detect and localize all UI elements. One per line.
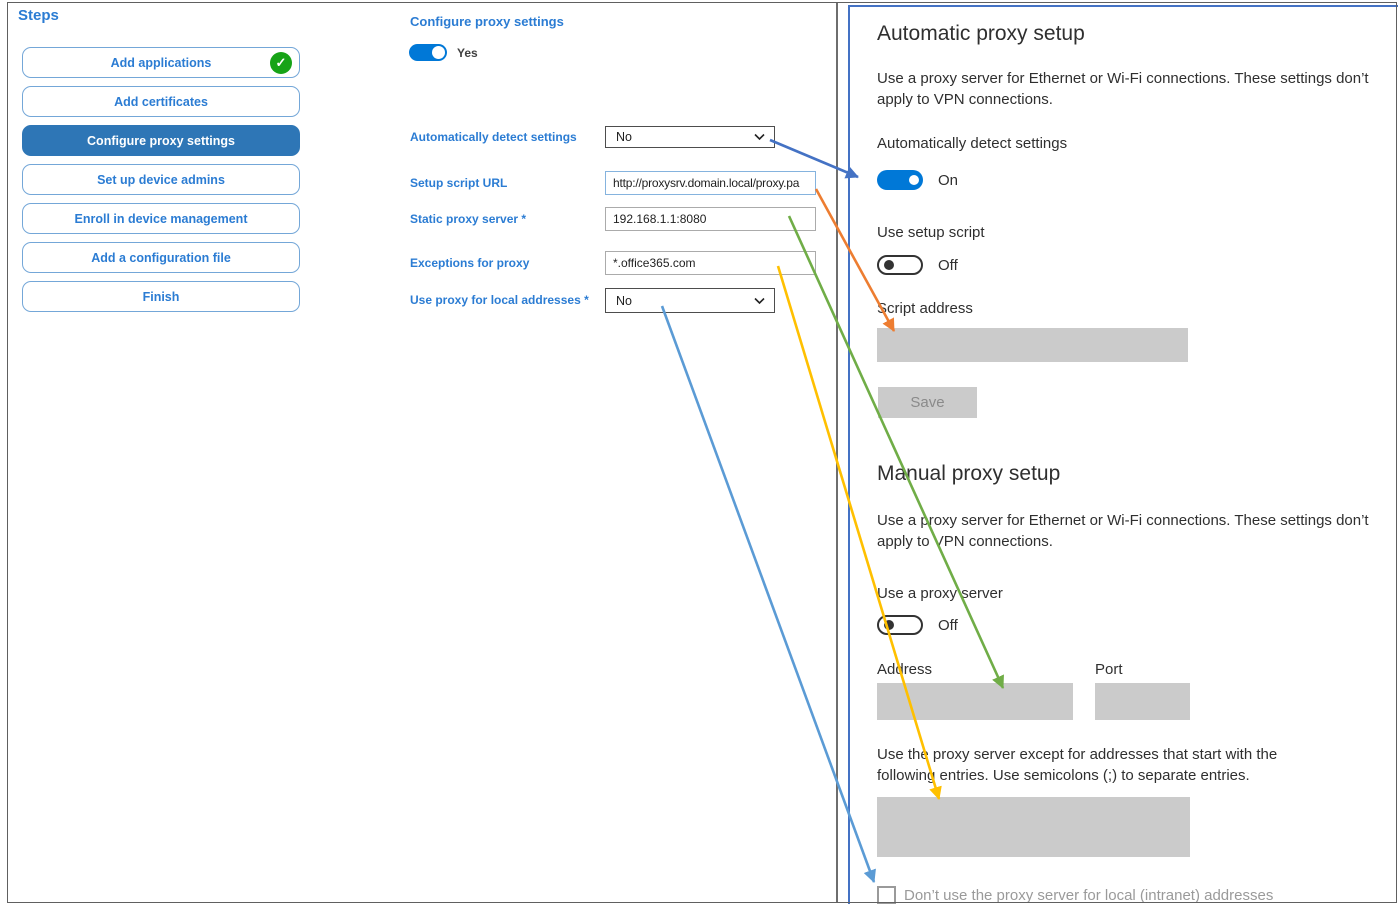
step-button-set-up-device-admins[interactable]: Set up device admins — [22, 164, 300, 195]
field-label: Setup script URL — [410, 176, 508, 190]
step-button-enroll-in-device-management[interactable]: Enroll in device management — [22, 203, 300, 234]
step-button-add-certificates[interactable]: Add certificates — [22, 86, 300, 117]
use-setup-script-label: Use setup script — [877, 224, 985, 241]
detect-settings-label: Automatically detect settings — [877, 135, 1068, 152]
step-label: Finish — [142, 289, 180, 304]
configure-proxy-toggle-state: Yes — [457, 46, 478, 60]
toggle-knob — [432, 46, 445, 59]
static-proxy-server-input[interactable] — [605, 207, 816, 231]
use-proxy-server-toggle[interactable] — [877, 615, 923, 635]
manual-proxy-description: Use a proxy server for Ethernet or Wi-Fi… — [877, 512, 1369, 550]
automatic-proxy-description: Use a proxy server for Ethernet or Wi-Fi… — [877, 70, 1369, 108]
automatic-proxy-setup-heading: Automatic proxy setup — [877, 22, 1085, 45]
step-label: Enroll in device management — [74, 211, 248, 226]
arrow-local-addresses — [660, 305, 876, 883]
detect-settings-toggle[interactable] — [877, 170, 923, 190]
toggle-knob — [884, 260, 894, 270]
step-label: Configure proxy settings — [87, 133, 235, 148]
selected-value: No — [616, 293, 632, 308]
proxy-exceptions-description: Use the proxy server except for addresse… — [877, 746, 1278, 784]
proxy-exceptions-textarea[interactable] — [877, 797, 1190, 857]
selected-value: No — [616, 130, 632, 144]
page-title: Configure proxy settings — [410, 14, 564, 29]
automatically-detect-settings-select[interactable]: No — [605, 126, 775, 148]
use-setup-script-state: Off — [938, 257, 958, 274]
detect-settings-state: On — [938, 172, 959, 189]
toggle-knob — [884, 620, 894, 630]
use-proxy-local-addresses-select[interactable]: No — [605, 288, 775, 313]
step-label: Set up device admins — [97, 172, 225, 187]
manual-proxy-setup-heading: Manual proxy setup — [877, 462, 1061, 485]
field-label: Static proxy server * — [410, 212, 527, 226]
completed-check-icon: ✓ — [270, 51, 292, 74]
step-button-finish[interactable]: Finish — [22, 281, 300, 312]
steps-list: Add applications ✓ Add certificates Conf… — [22, 47, 300, 320]
field-label: Exceptions for proxy — [410, 256, 530, 270]
step-label: Add applications — [110, 55, 212, 70]
use-proxy-server-label: Use a proxy server — [877, 585, 1003, 602]
setup-script-url-input[interactable] — [605, 171, 816, 195]
local-addresses-checkbox[interactable] — [877, 886, 896, 904]
chevron-down-icon — [754, 133, 765, 141]
save-button[interactable]: Save — [878, 387, 977, 418]
step-label: Add certificates — [114, 94, 208, 109]
port-label: Port — [1095, 661, 1123, 678]
step-button-add-configuration-file[interactable]: Add a configuration file — [22, 242, 300, 273]
chevron-down-icon — [754, 297, 765, 304]
script-address-input[interactable] — [877, 328, 1188, 362]
step-label: Add a configuration file — [91, 250, 231, 265]
script-address-label: Script address — [877, 300, 973, 317]
use-setup-script-toggle[interactable] — [877, 255, 923, 275]
configure-proxy-toggle[interactable] — [409, 44, 447, 61]
address-label: Address — [877, 661, 933, 678]
address-input[interactable] — [877, 683, 1073, 720]
use-proxy-server-state: Off — [938, 617, 958, 634]
local-addresses-checkbox-label: Don’t use the proxy server for local (in… — [904, 887, 1274, 904]
exceptions-for-proxy-input[interactable] — [605, 251, 816, 275]
toggle-knob — [909, 175, 919, 185]
port-input[interactable] — [1095, 683, 1190, 720]
vertical-divider — [836, 2, 838, 903]
step-button-configure-proxy-settings[interactable]: Configure proxy settings — [22, 125, 300, 156]
step-button-add-applications[interactable]: Add applications ✓ — [22, 47, 300, 78]
field-label: Automatically detect settings — [410, 130, 577, 144]
steps-panel-title: Steps — [18, 7, 59, 24]
field-label: Use proxy for local addresses * — [410, 293, 589, 307]
